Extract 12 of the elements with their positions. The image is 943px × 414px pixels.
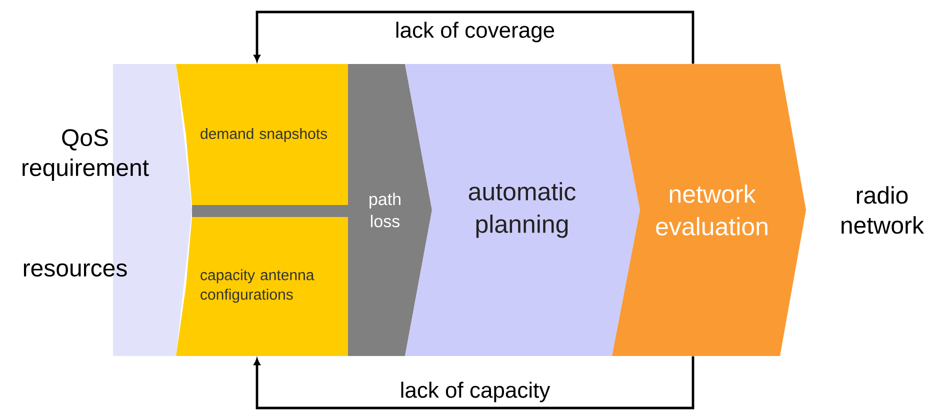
edge-label: lack of coverage <box>396 22 554 42</box>
process-box: capacity antenna configurations <box>176 217 348 356</box>
feedback-arrow <box>254 356 694 410</box>
process-step: automatic planning <box>405 64 640 356</box>
process-step: path loss <box>348 64 432 356</box>
edge-label: lack of capacity <box>401 382 550 402</box>
process-box: demand snapshots <box>176 64 348 205</box>
feedback-arrow <box>254 10 694 64</box>
input-label: resources <box>24 263 127 277</box>
input-label: QoS requirement <box>22 129 149 181</box>
process-step: network evaluation <box>612 64 806 356</box>
output-label: radio network <box>842 186 924 234</box>
